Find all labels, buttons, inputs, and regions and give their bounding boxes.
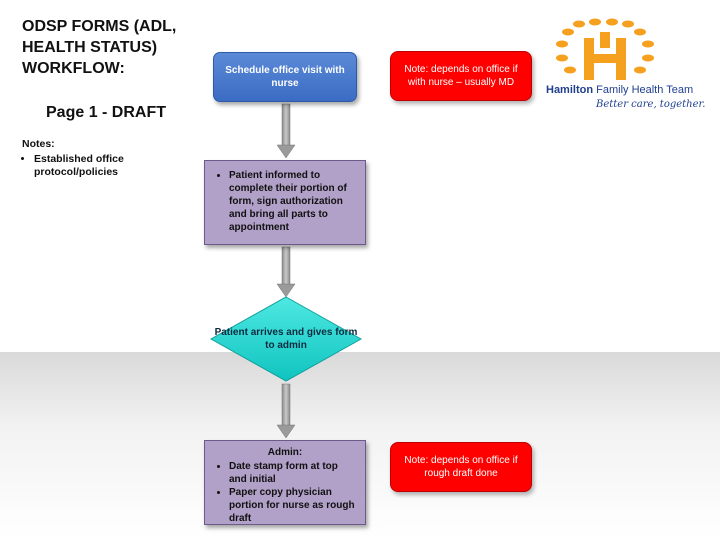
patient-informed-list: Patient informed to complete their porti… — [213, 169, 357, 234]
note-box-rough-draft: Note: depends on office if rough draft d… — [390, 442, 532, 492]
arrow-3 — [276, 383, 296, 439]
admin-box: Admin: Date stamp form at top and initia… — [204, 440, 366, 525]
hamilton-fht-logo — [556, 18, 654, 80]
notes-list: Established office protocol/policies — [22, 153, 192, 179]
notes-heading: Notes: — [22, 138, 55, 150]
patient-arrives-diamond — [210, 296, 362, 382]
notes-section: Notes: Established office protocol/polic… — [22, 138, 192, 179]
admin-heading: Admin: — [267, 447, 303, 458]
admin-list: Date stamp form at top and initial Paper… — [213, 460, 357, 525]
note-box-md: Note: depends on office if with nurse – … — [390, 51, 532, 101]
patient-informed-item: Patient informed to complete their porti… — [229, 169, 357, 234]
patient-informed-box: Patient informed to complete their porti… — [204, 160, 366, 245]
admin-item-paper-copy: Paper copy physician portion for nurse a… — [229, 486, 357, 525]
logo-name-bold: Hamilton — [546, 84, 594, 96]
admin-item-date-stamp: Date stamp form at top and initial — [229, 460, 357, 486]
logo-name-rest: Family Health Team — [593, 84, 694, 96]
notes-item: Established office protocol/policies — [34, 153, 192, 179]
arrow-1 — [276, 103, 296, 159]
slide-subtitle: Page 1 - DRAFT — [46, 104, 167, 121]
patient-arrives-label: Patient arrives and gives form to admin — [214, 327, 358, 351]
logo-name: Hamilton Family Health Team — [546, 84, 693, 96]
logo-tagline: Better care, together. — [596, 99, 706, 110]
arrow-2 — [276, 246, 296, 298]
schedule-visit-box: Schedule office visit with nurse — [213, 52, 357, 102]
slide-title: ODSP FORMS (ADL, HEALTH STATUS) WORKFLOW… — [22, 18, 177, 77]
